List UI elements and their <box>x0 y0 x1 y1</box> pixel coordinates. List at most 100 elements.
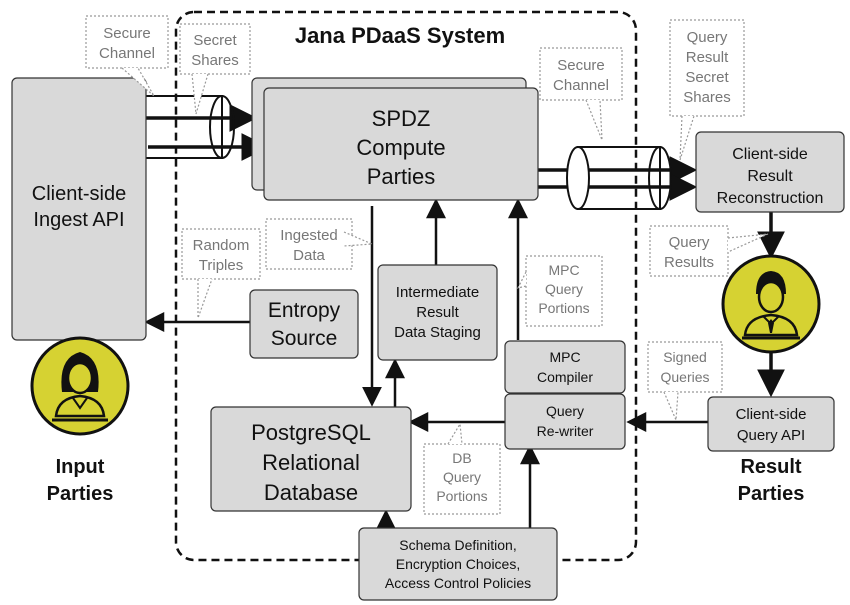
query-result-secret-shares-callout-label-line: Query <box>687 29 728 46</box>
query-results-callout-label-line: Query <box>669 234 710 251</box>
system-boundary <box>174 10 638 562</box>
db-query-portions-callout-label-line: DB <box>452 450 471 466</box>
client-query-api-box-label-line: Query API <box>737 427 805 444</box>
mpc-compiler-box-label-line: Compiler <box>537 369 593 385</box>
spdz-compute-parties-box-label-line: SPDZ <box>372 106 431 131</box>
client-result-reconstruction-box-frame <box>695 131 845 213</box>
intermediate-result-staging-box-label-line: Intermediate <box>396 284 479 301</box>
spdz-compute-parties-box-label-line: Compute <box>356 135 445 160</box>
signed-queries-callout-pointer <box>663 391 679 421</box>
query-rewriter-box-label-line: Re-writer <box>537 423 594 439</box>
intermediate-result-staging-box-label-line: Result <box>416 304 459 321</box>
schema-policies-box: Schema Definition,Encryption Choices,Acc… <box>358 527 558 601</box>
mpc-query-portions-callout-label-line: Portions <box>538 300 589 316</box>
query-result-secret-shares-callout-label-line: Shares <box>683 89 731 106</box>
connections <box>132 104 785 530</box>
client-ingest-api-box-label-line: Ingest API <box>33 209 124 231</box>
input-parties-label-line: Input <box>56 456 105 478</box>
input-party-avatar-icon <box>30 336 130 436</box>
db-query-portions-callout-label-line: Query <box>443 469 481 485</box>
result-party-avatar-icon <box>721 254 821 354</box>
client-result-reconstruction-box-label-line: Reconstruction <box>717 190 824 207</box>
secure-channel-right-callout-pointer <box>585 99 603 141</box>
secure-channel-left-callout-pointer <box>121 67 155 97</box>
schema-policies-box-label-line: Schema Definition, <box>399 537 517 553</box>
secure-channel-right-cylinder <box>566 146 672 210</box>
postgresql-database-box-label-line: Database <box>264 480 358 505</box>
mpc-compiler-box-label-line: MPC <box>549 349 580 365</box>
signed-queries-callout-label-line: Signed <box>663 349 707 365</box>
input-parties-label-line: Parties <box>47 483 114 505</box>
entropy-source-box-frame <box>249 289 359 359</box>
query-result-secret-shares-callout-pointer <box>679 115 695 161</box>
query-results-callout-frame <box>649 225 729 277</box>
schema-policies-box-label-line: Encryption Choices, <box>396 556 521 572</box>
ingested-data-callout-label-line: Data <box>293 247 325 264</box>
client-result-reconstruction-box-label-line: Result <box>747 168 793 185</box>
mpc-compiler-box-frame <box>504 340 626 394</box>
ingested-data-callout-label-line: Ingested <box>280 227 338 244</box>
system-title: Jana PDaaS System <box>295 23 505 48</box>
mpc-query-portions-callout-label-line: MPC <box>548 262 579 278</box>
mpc-compiler-box-label: MPC Compiler <box>537 349 593 385</box>
schema-policies-box-frame <box>358 527 558 601</box>
secure-channel-left-callout-label-line: Channel <box>99 45 155 62</box>
query-results-callout-pointer <box>727 233 769 253</box>
secret-shares-callout-label-line: Shares <box>191 52 239 69</box>
secure-channel-right-callout-label-line: Channel <box>553 77 609 94</box>
client-ingest-api-box-label-line: Client-side <box>32 183 126 205</box>
spdz-compute-parties-box-frame <box>263 87 539 201</box>
entropy-source-box-label-line: Entropy <box>268 299 341 322</box>
mpc-compiler-box: MPC Compiler <box>504 340 626 394</box>
postgresql-database-box-label-line: PostgreSQL <box>251 420 371 445</box>
intermediate-result-staging-box-label-line: Data Staging <box>394 324 481 341</box>
query-rewriter-box-label-line: Query <box>546 403 584 419</box>
mpc-query-portions-callout-label-line: Query <box>545 281 583 297</box>
mpc-query-portions-callout-pointer <box>516 271 527 289</box>
query-results-callout-label-line: Results <box>664 254 714 271</box>
secure-channel-left-callout-label-line: Secure <box>103 25 151 42</box>
secure-channel-left-callout-frame <box>85 15 169 69</box>
postgresql-database-box-label-line: Relational <box>262 450 360 475</box>
ingested-data-callout-frame <box>265 218 353 270</box>
ingested-data-callout-pointer <box>343 231 373 247</box>
query-result-secret-shares-callout-label-line: Secret <box>685 69 729 86</box>
schema-policies-box-label: Schema Definition,Encryption Choices,Acc… <box>385 537 531 591</box>
query-rewriter-box-frame <box>504 393 626 450</box>
signed-queries-callout-frame <box>647 341 723 393</box>
secret-shares-callout-label-line: Secret <box>193 32 237 49</box>
intermediate-result-staging-box-frame <box>377 264 498 361</box>
entropy-source-box-label-line: Source <box>271 327 338 350</box>
